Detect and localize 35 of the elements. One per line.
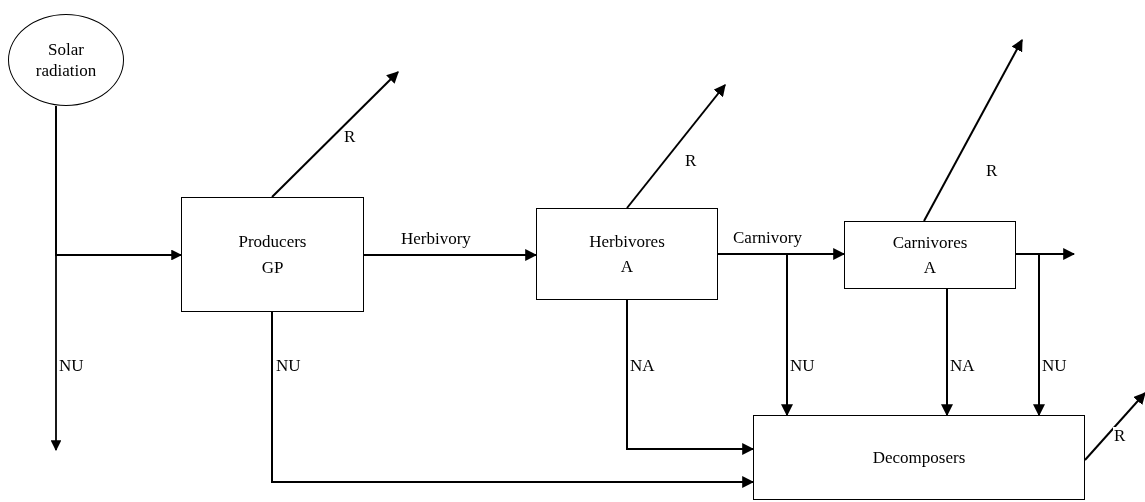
- edge-label: R: [1113, 427, 1127, 444]
- arrow: [923, 38, 1023, 222]
- edge-label: Carnivory: [732, 229, 803, 246]
- edge-label: R: [343, 128, 357, 145]
- node-text: Carnivores: [892, 231, 968, 253]
- edge-label: NA: [949, 357, 976, 374]
- node-text: Solar radiation: [34, 38, 98, 82]
- arrow: [941, 288, 953, 417]
- arrow: [626, 299, 755, 455]
- arrow: [271, 311, 755, 488]
- arrow: [717, 253, 793, 417]
- edge-label: NU: [275, 357, 302, 374]
- node-text: Decomposers: [872, 446, 966, 469]
- process-box: [753, 415, 1085, 500]
- arrow: [271, 71, 399, 198]
- arrow: [626, 84, 726, 209]
- node-text: A: [923, 257, 937, 279]
- node-text: GP: [261, 256, 284, 278]
- edge-label: NA: [629, 357, 656, 374]
- node-text: Producers: [238, 231, 307, 253]
- arrow: [50, 105, 62, 452]
- process-box: [181, 197, 364, 312]
- edge-label: NU: [1041, 357, 1068, 374]
- arrow: [1084, 392, 1145, 461]
- edge-label: NU: [58, 357, 85, 374]
- arrow: [363, 249, 538, 261]
- node-text: A: [620, 256, 634, 278]
- process-box: [844, 221, 1016, 289]
- arrow: [1015, 253, 1045, 417]
- edge-label: R: [684, 152, 698, 169]
- process-box: [536, 208, 718, 300]
- edge-label: R: [985, 162, 999, 179]
- edge-label: NU: [789, 357, 816, 374]
- node-text: Herbivores: [589, 230, 665, 252]
- edge-label: Herbivory: [400, 230, 472, 247]
